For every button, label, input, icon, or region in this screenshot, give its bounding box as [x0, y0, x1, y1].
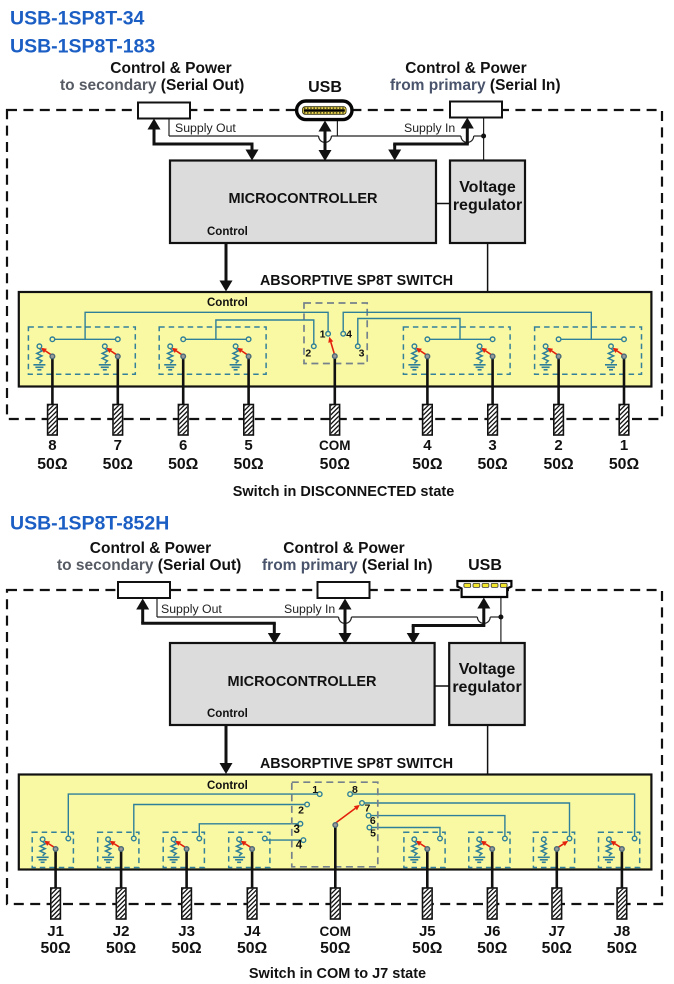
svg-text:50Ω: 50Ω: [542, 940, 573, 957]
svg-text:Control: Control: [207, 708, 248, 720]
svg-text:50Ω: 50Ω: [37, 456, 68, 473]
svg-text:J4: J4: [244, 923, 261, 940]
svg-text:J8: J8: [614, 923, 631, 940]
svg-text:50Ω: 50Ω: [320, 940, 351, 957]
svg-text:USB-1SP8T-852H: USB-1SP8T-852H: [10, 513, 169, 535]
svg-text:50Ω: 50Ω: [543, 456, 574, 473]
svg-text:Control & Power: Control & Power: [110, 60, 231, 77]
svg-text:7: 7: [114, 437, 122, 454]
svg-text:J5: J5: [419, 923, 436, 940]
svg-text:50Ω: 50Ω: [609, 456, 640, 473]
svg-text:to secondary (Serial Out): to secondary (Serial Out): [60, 77, 244, 94]
svg-text:Supply In: Supply In: [404, 121, 455, 135]
svg-text:Supply In: Supply In: [284, 602, 335, 616]
svg-text:Control & Power: Control & Power: [405, 60, 526, 77]
svg-text:2: 2: [298, 805, 304, 817]
svg-text:4: 4: [346, 328, 352, 340]
svg-text:50Ω: 50Ω: [40, 940, 71, 957]
svg-text:Voltage: Voltage: [459, 661, 516, 678]
svg-text:50Ω: 50Ω: [103, 456, 134, 473]
svg-text:1: 1: [320, 328, 326, 340]
svg-text:MICROCONTROLLER: MICROCONTROLLER: [227, 674, 377, 690]
svg-text:6: 6: [179, 437, 187, 454]
svg-text:Switch in DISCONNECTED state: Switch in DISCONNECTED state: [233, 484, 455, 500]
svg-text:50Ω: 50Ω: [233, 456, 264, 473]
svg-text:J2: J2: [113, 923, 130, 940]
svg-text:50Ω: 50Ω: [412, 940, 443, 957]
svg-text:2: 2: [554, 437, 562, 454]
svg-text:Control & Power: Control & Power: [283, 540, 404, 557]
svg-text:50Ω: 50Ω: [412, 456, 443, 473]
svg-text:Supply Out: Supply Out: [175, 121, 236, 135]
svg-text:6: 6: [370, 815, 376, 827]
svg-text:USB-1SP8T-34: USB-1SP8T-34: [10, 8, 145, 30]
svg-text:USB-1SP8T-183: USB-1SP8T-183: [10, 36, 155, 58]
svg-text:J7: J7: [548, 923, 565, 940]
svg-text:4: 4: [296, 840, 303, 852]
svg-text:USB: USB: [308, 79, 342, 96]
svg-text:3: 3: [359, 348, 365, 360]
svg-text:50Ω: 50Ω: [477, 940, 508, 957]
svg-text:3: 3: [488, 437, 496, 454]
svg-text:1: 1: [620, 437, 628, 454]
svg-text:Voltage: Voltage: [459, 179, 516, 196]
svg-text:to secondary (Serial Out): to secondary (Serial Out): [57, 557, 241, 574]
svg-text:50Ω: 50Ω: [320, 456, 351, 473]
svg-text:1: 1: [312, 784, 318, 796]
svg-text:Switch in COM to J7 state: Switch in COM to J7 state: [249, 966, 426, 982]
svg-text:8: 8: [352, 784, 358, 796]
svg-text:3: 3: [293, 824, 299, 836]
svg-text:regulator: regulator: [452, 679, 521, 696]
svg-text:from primary (Serial In): from primary (Serial In): [390, 77, 561, 94]
svg-text:50Ω: 50Ω: [607, 940, 638, 957]
svg-text:50Ω: 50Ω: [168, 456, 199, 473]
svg-text:regulator: regulator: [453, 197, 522, 214]
svg-text:Control: Control: [207, 780, 248, 792]
svg-text:ABSORPTIVE SP8T SWITCH: ABSORPTIVE SP8T SWITCH: [260, 273, 453, 289]
svg-text:J3: J3: [178, 923, 195, 940]
svg-text:J6: J6: [484, 923, 501, 940]
svg-text:50Ω: 50Ω: [106, 940, 137, 957]
svg-text:7: 7: [364, 802, 370, 814]
svg-text:50Ω: 50Ω: [171, 940, 202, 957]
svg-text:ABSORPTIVE SP8T SWITCH: ABSORPTIVE SP8T SWITCH: [260, 756, 453, 772]
svg-text:2: 2: [305, 348, 311, 360]
svg-text:Control: Control: [207, 297, 248, 309]
svg-text:50Ω: 50Ω: [237, 940, 268, 957]
svg-text:COM: COM: [320, 924, 352, 939]
svg-text:COM: COM: [319, 438, 351, 453]
svg-text:J1: J1: [47, 923, 64, 940]
svg-text:USB: USB: [468, 557, 502, 574]
svg-text:Control: Control: [207, 226, 248, 238]
svg-text:50Ω: 50Ω: [477, 456, 508, 473]
svg-text:8: 8: [48, 437, 56, 454]
svg-text:Control & Power: Control & Power: [90, 540, 211, 557]
svg-text:MICROCONTROLLER: MICROCONTROLLER: [228, 191, 378, 207]
svg-text:5: 5: [244, 437, 252, 454]
svg-text:4: 4: [423, 437, 432, 454]
svg-text:Supply Out: Supply Out: [161, 602, 222, 616]
svg-text:from primary (Serial In): from primary (Serial In): [262, 557, 433, 574]
svg-text:5: 5: [370, 828, 376, 840]
